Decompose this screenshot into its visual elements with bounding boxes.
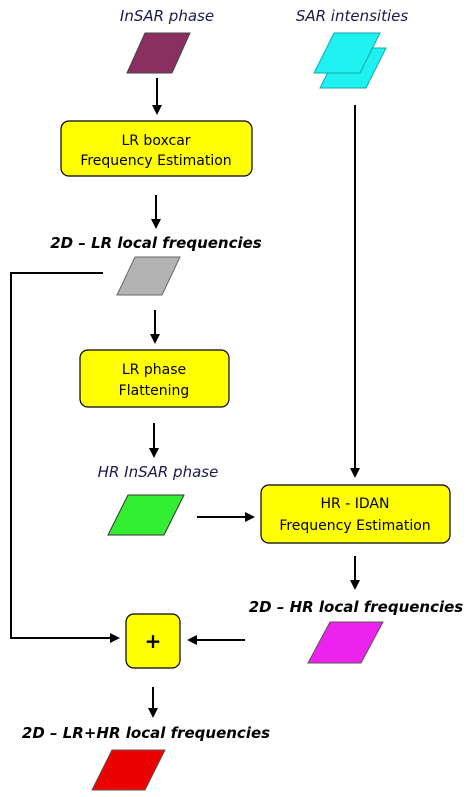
- lr-boxcar-line1: LR boxcar: [121, 133, 190, 149]
- lr-flattening-line1: LR phase: [122, 362, 186, 378]
- insar-phase-label: InSAR phase: [120, 7, 214, 25]
- hr-idan-line2: Frequency Estimation: [279, 518, 430, 534]
- sar-intensities-label: SAR intensities: [296, 7, 409, 25]
- lr-local-freq-label: 2D – LR local frequencies: [50, 234, 262, 252]
- hr-insar-phase-node: [107, 494, 185, 536]
- lr-local-freq-node: [116, 256, 181, 296]
- insar-phase-node: [126, 32, 191, 74]
- hr-idan-box: [260, 484, 451, 544]
- lr-flattening-line2: Flattening: [119, 383, 190, 399]
- sum-box: [125, 613, 181, 669]
- lr-hr-local-freq-node: [91, 749, 166, 791]
- lr-hr-local-freq-label: 2D – LR+HR local frequencies: [22, 724, 270, 742]
- sum-symbol: +: [145, 629, 162, 653]
- hr-insar-phase-label: HR InSAR phase: [98, 463, 219, 481]
- hr-idan-line1: HR - IDAN: [321, 496, 390, 512]
- lr-freq-bypass-line: [10, 272, 120, 643]
- lr-boxcar-box: [60, 120, 253, 177]
- sar-intensities-node-front: [313, 32, 381, 74]
- hr-local-freq-node: [307, 621, 384, 664]
- lr-flattening-box: [79, 349, 230, 408]
- hr-local-freq-label: 2D – HR local frequencies: [249, 598, 464, 616]
- lr-boxcar-line2: Frequency Estimation: [80, 153, 231, 169]
